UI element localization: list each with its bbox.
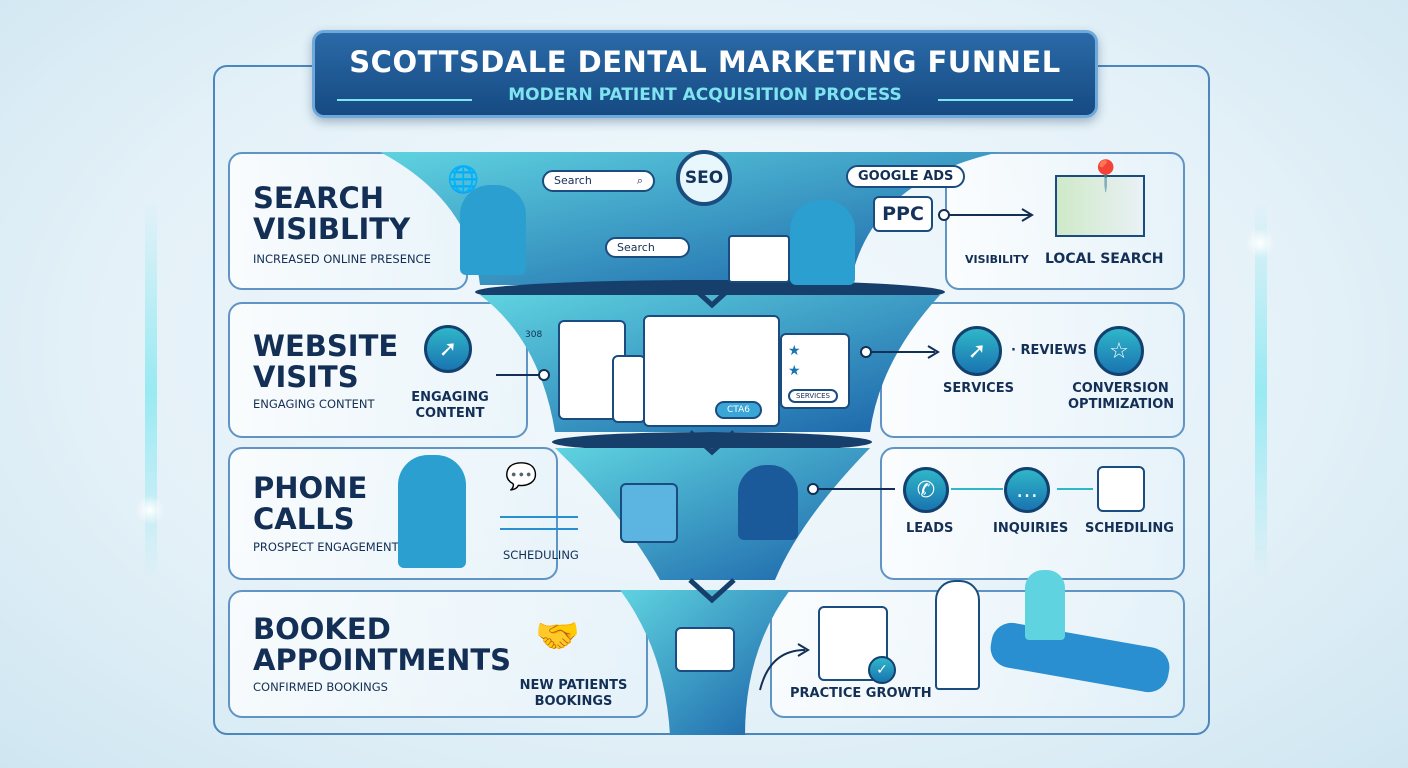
star-icon: ★ <box>788 363 801 379</box>
person-with-phone-illustration <box>460 185 526 275</box>
decor-glow-left <box>145 200 157 580</box>
search-icon: ⌕ <box>636 174 643 187</box>
phone-mockup <box>612 355 646 423</box>
browser-mockup: CTA6 <box>643 315 780 427</box>
services-button: SERVICES <box>788 389 838 403</box>
outcome-leads: LEADS <box>906 521 954 536</box>
outcome-inquiries: INQUIRIES <box>993 521 1069 536</box>
reviews-card: ★ ★ SERVICES <box>780 333 850 409</box>
services-cursor-icon: ➚ <box>952 326 1002 376</box>
stage-panel-website <box>228 302 528 438</box>
laptop-icon <box>728 235 790 283</box>
funnel-rim-3 <box>552 432 872 452</box>
flow-arrow <box>688 283 736 309</box>
counter: 308 <box>525 330 543 340</box>
title-banner: SCOTTSDALE DENTAL MARKETING FUNNEL MODER… <box>312 30 1098 118</box>
connector <box>759 649 806 691</box>
decor-sparkle <box>135 495 165 525</box>
engaging-content-label: ENGAGING CONTENT <box>411 390 489 421</box>
stage-caption: INCREASED ONLINE PRESENCE <box>253 252 431 266</box>
patient-card-icon <box>675 627 735 672</box>
search-box: Search <box>605 237 690 258</box>
chat-phone-icon: 💬 <box>505 462 538 492</box>
stage-caption: ENGAGING CONTENT <box>253 397 375 411</box>
stage-caption: CONFIRMED BOOKINGS <box>253 680 388 694</box>
dentist-and-patient-illustration <box>930 560 1180 710</box>
divider <box>938 99 1073 101</box>
page-subtitle: MODERN PATIENT ACQUISITION PROCESS <box>508 85 902 105</box>
desk-phone-icon <box>620 483 678 543</box>
outcome-practice-growth: PRACTICE GROWTH <box>790 686 932 701</box>
receptionist-illustration <box>738 465 798 540</box>
stage-panel-phone <box>228 447 558 580</box>
decor-glow-right <box>1255 200 1267 580</box>
funnel-stage-3 <box>555 448 870 580</box>
star-icon: ☆ <box>1094 326 1144 376</box>
stage-panel-booked <box>228 590 648 718</box>
outcome-conversion-optimization: CONVERSION OPTIMIZATION <box>1068 381 1175 412</box>
scheduling-label: SCHEDULING <box>503 548 579 562</box>
outcome-local-search: LOCAL SEARCH <box>1045 251 1164 267</box>
decor-sparkle <box>1245 228 1275 258</box>
flow-arrow <box>688 430 736 456</box>
phone-icon: ✆ <box>903 467 949 513</box>
stage-caption: PROSPECT ENGAGEMENT <box>253 540 399 554</box>
person-with-laptop-illustration <box>790 200 855 285</box>
outcome-reviews: · REVIEWS <box>1011 343 1087 358</box>
click-cursor-icon: ➚ <box>424 325 472 373</box>
seo-magnifier-icon: SEO <box>676 150 732 206</box>
search-box: Search⌕ <box>542 170 655 192</box>
divider <box>337 99 472 101</box>
outcome-visibility: VISIBILITY <box>965 253 1029 266</box>
handshake-icon: 🤝 <box>535 616 580 657</box>
profile-card-icon <box>1097 466 1145 512</box>
check-icon: ✓ <box>868 656 896 684</box>
location-pin-icon: 📍 <box>1087 159 1125 194</box>
google-ads-label: GOOGLE ADS <box>846 165 966 188</box>
calendar-icon: ✓ <box>818 606 896 684</box>
outcome-scheduling: SCHEDILING <box>1085 521 1174 536</box>
page-title: SCOTTSDALE DENTAL MARKETING FUNNEL <box>349 45 1061 79</box>
cta-button: CTA6 <box>715 401 762 419</box>
star-icon: ★ <box>788 343 801 359</box>
ppc-bubble: PPC <box>873 196 933 232</box>
new-patients-bookings-label: NEW PATIENTS BOOKINGS <box>519 678 628 709</box>
chat-bubble-icon: … <box>1004 467 1050 513</box>
flow-arrow <box>688 578 736 604</box>
outcome-services: SERVICES <box>943 381 1014 396</box>
map-icon: 📍 <box>1055 159 1145 237</box>
person-on-call-illustration <box>398 455 466 568</box>
stage-panel-search <box>228 152 468 290</box>
